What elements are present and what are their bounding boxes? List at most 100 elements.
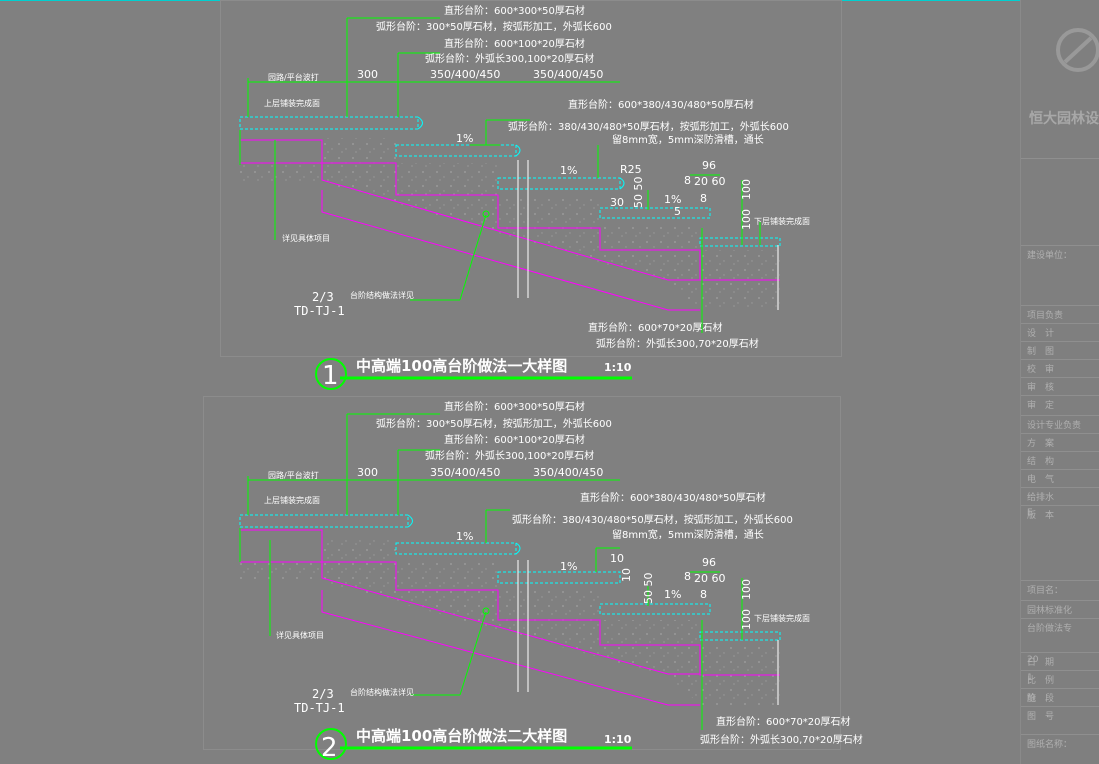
title-1: 中高端100高台阶做法一大样图	[356, 357, 567, 375]
title-block-row: 项目负责	[1021, 305, 1099, 324]
dim-8b: 8	[700, 192, 707, 205]
note-arc-outer-300-70: 弧形台阶：外弧长300,70*20厚石材	[700, 733, 863, 746]
slope-3: 1%	[664, 193, 681, 206]
title-block-label: 项目名：	[1027, 586, 1064, 596]
leaders-1	[239, 17, 761, 333]
title-block-label: 电 气	[1027, 475, 1055, 485]
title-block-label: 建设单位：	[1027, 251, 1073, 261]
dim-350-a: 350/400/450	[430, 466, 500, 479]
title-block-label: 比 例	[1027, 676, 1055, 686]
dim-50-50: 50 50	[642, 573, 655, 605]
note-lower-paving: 下层铺装完成面	[754, 613, 810, 623]
title-block-row: 方 案	[1021, 433, 1099, 452]
note-arc-outer-300-100: 弧形台阶：外弧长300,100*20厚石材	[425, 449, 594, 462]
title-block-label: 审 核	[1027, 383, 1055, 393]
title-block-label: 园林标准化	[1027, 606, 1073, 616]
title-circle-2	[315, 728, 347, 760]
note-structure-see: 台阶结构做法详见	[350, 290, 414, 300]
dim-100a: 100	[740, 579, 753, 600]
note-arc-300x50: 弧形台阶：300*50厚石材，按弧形加工，外弧长600	[376, 20, 612, 33]
slope-2: 1%	[560, 560, 577, 573]
treads-1	[239, 116, 781, 247]
title-block-row: 建设单位：	[1021, 245, 1099, 264]
title-block-row: 图纸名称：	[1021, 734, 1099, 753]
slope-2: 1%	[560, 164, 577, 177]
note-rect-600x70: 直形台阶：600*70*20厚石材	[716, 715, 851, 728]
dim-350-b: 350/400/450	[533, 68, 603, 81]
title-block-label: 方 案	[1027, 439, 1055, 449]
note-see-project: 详见具体项目	[282, 233, 330, 243]
title-block-label: 结 构	[1027, 457, 1055, 467]
dim-r25: R25	[620, 163, 642, 176]
title-block: 恒大园林设 建设单位：项目负责设 计制 图校 审审 核审 定设计专业负责方 案结…	[1020, 0, 1099, 764]
title-block-row: 设 计	[1021, 323, 1099, 342]
title-block-row: 结 构	[1021, 451, 1099, 470]
base-line-1	[240, 139, 780, 281]
scale-2: 1:10	[604, 733, 632, 746]
ref-code: TD-TJ-1	[294, 304, 345, 318]
ref-code: TD-TJ-1	[294, 701, 345, 715]
company-name: 恒大园林设	[1029, 111, 1099, 127]
slope-line-1a	[240, 162, 700, 281]
note-upper-paving: 上层铺装完成面	[264, 98, 320, 108]
note-see-project: 详见具体项目	[276, 630, 324, 640]
slope-line-1b	[321, 190, 700, 311]
title-block-label: 给排水	[1027, 493, 1055, 503]
note-upper-paving: 上层铺装完成面	[264, 495, 320, 505]
title-number-1: 1	[322, 361, 339, 391]
note-rect-600x100x20: 直形台阶：600*100*20厚石材	[444, 37, 585, 50]
title-block-label: 图 号	[1027, 712, 1055, 722]
title-block-label: 审 定	[1027, 401, 1055, 411]
company-logo-icon	[1056, 28, 1099, 72]
title-block-row: 图 号	[1021, 706, 1099, 725]
slope-1: 1%	[456, 132, 473, 145]
note-lower-paving: 下层铺装完成面	[754, 216, 810, 226]
title-block-label: 设 计	[1027, 329, 1055, 339]
note-road-platform: 园路/平台波打	[268, 470, 319, 480]
title-block-value: 20	[1027, 655, 1039, 665]
dim-20-60: 20 60	[694, 175, 726, 188]
note-rect-600x300x50: 直形台阶：600*300*50厚石材	[444, 400, 585, 413]
note-rect-600x100x20: 直形台阶：600*100*20厚石材	[444, 433, 585, 446]
title-circle-1	[315, 358, 347, 390]
dim-50-50: 50 50	[632, 177, 645, 209]
note-arc-380: 弧形台阶：380/430/480*50厚石材，按弧形加工，外弧长600	[508, 120, 789, 133]
dim-96: 96	[702, 159, 716, 172]
title-block-value: 1	[1027, 673, 1033, 683]
slope-1: 1%	[456, 530, 473, 543]
drawing-1-frame	[220, 0, 842, 357]
concrete-body-2	[240, 538, 780, 705]
dim-100a: 100	[740, 179, 753, 200]
dim-8a: 8	[684, 570, 691, 583]
title-block-row: 给排水	[1021, 487, 1099, 506]
dim-8a: 8	[684, 174, 691, 187]
title-block-value: E	[1027, 508, 1033, 518]
dim-5: 5	[674, 205, 681, 218]
slope-3: 1%	[664, 588, 681, 601]
tb-divider	[1021, 158, 1099, 159]
dim-30: 30	[610, 196, 624, 209]
concrete-body-1	[240, 138, 780, 310]
dim-300: 300	[357, 68, 378, 81]
title-block-row: 制 图	[1021, 341, 1099, 360]
note-groove: 留8mm宽，5mm深防滑槽，通长	[612, 528, 764, 541]
note-groove: 留8mm宽，5mm深防滑槽，通长	[612, 133, 764, 146]
dim-10-a: 10	[610, 552, 624, 565]
note-road-platform: 园路/平台波打	[268, 72, 319, 82]
title-block-label: 阶 段	[1027, 694, 1055, 704]
title-block-row: 台阶做法专	[1021, 618, 1099, 637]
title-block-row: 审 核	[1021, 377, 1099, 396]
note-rect-600x70: 直形台阶：600*70*20厚石材	[588, 321, 723, 334]
dim-350-a: 350/400/450	[430, 68, 500, 81]
title-block-label: 台阶做法专	[1027, 624, 1073, 634]
note-rect-600x380: 直形台阶：600*380/430/480*50厚石材	[568, 98, 754, 111]
note-rect-600x300x50: 直形台阶：600*300*50厚石材	[444, 4, 585, 17]
title-number-2: 2	[321, 733, 338, 763]
title-block-row: 电 气	[1021, 469, 1099, 488]
dim-8b: 8	[700, 588, 707, 601]
dim-96: 96	[702, 556, 716, 569]
note-structure-see: 台阶结构做法详见	[350, 687, 414, 697]
